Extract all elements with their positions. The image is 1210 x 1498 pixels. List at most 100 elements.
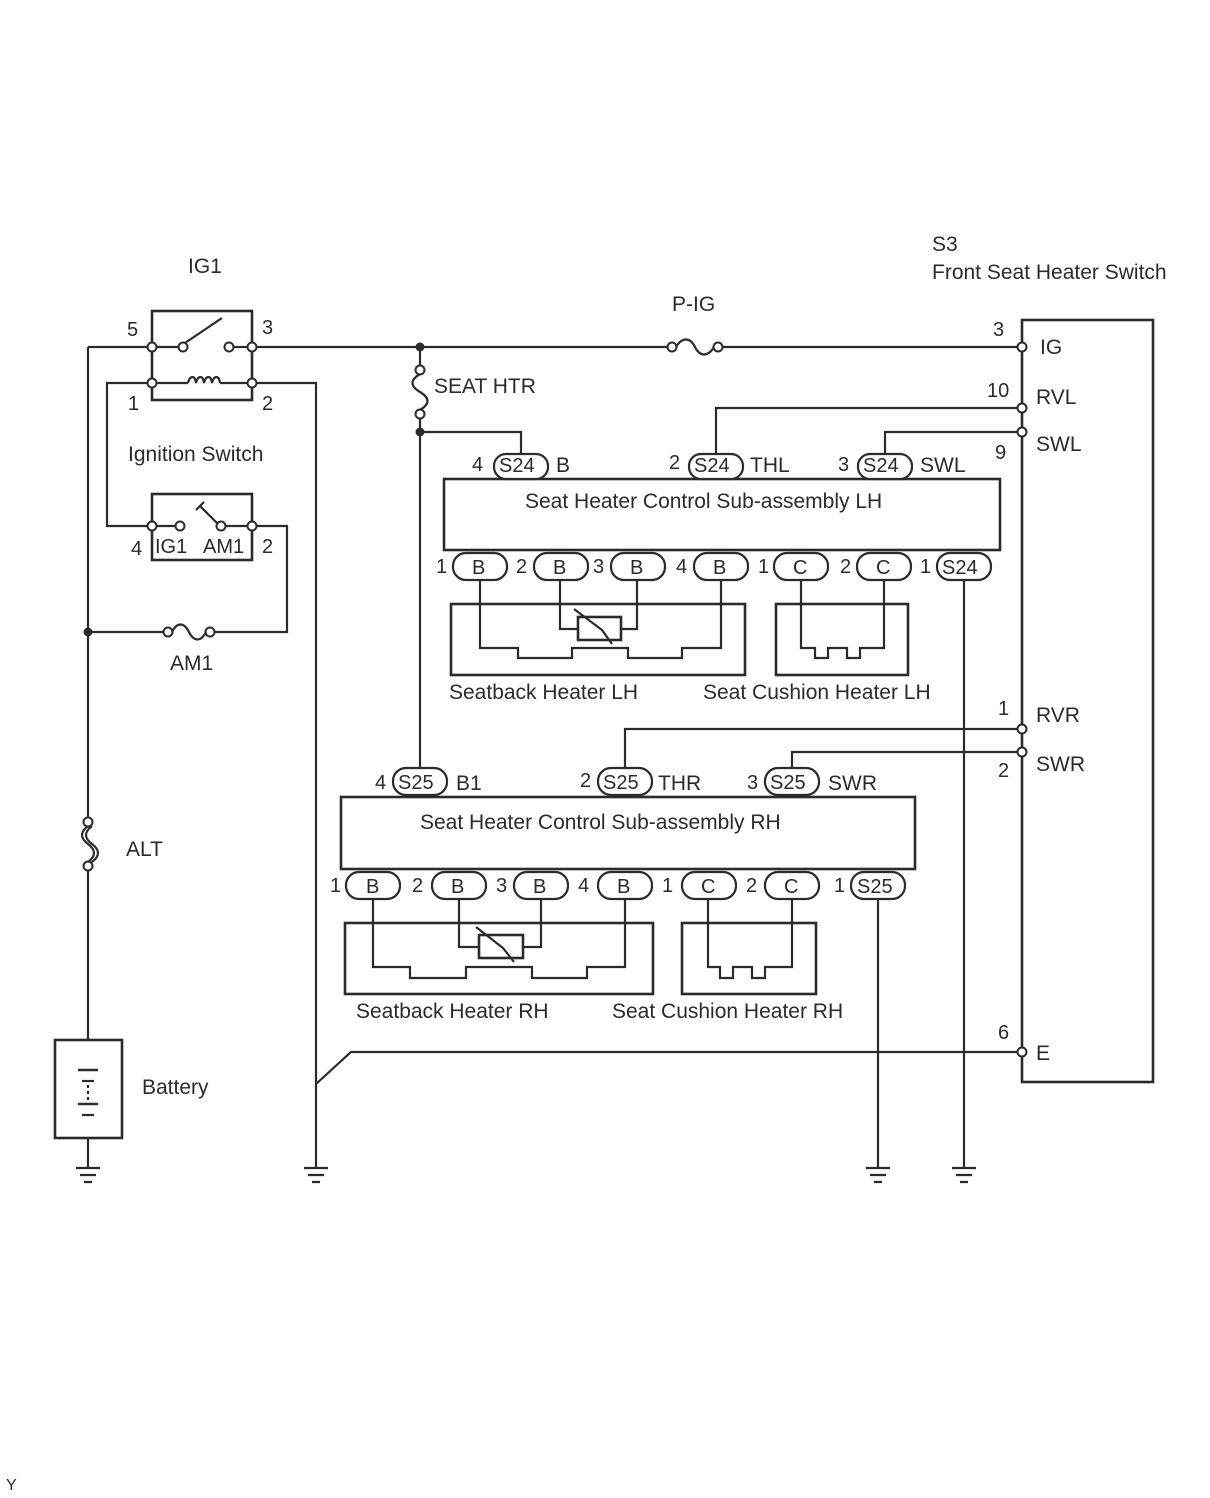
am1-wire xyxy=(88,524,289,634)
rh-top-connector xyxy=(596,766,654,797)
seat-htr-fuse-icon xyxy=(411,364,429,420)
rh-bottom-pin: 1 xyxy=(330,875,341,897)
footer-mark: Y xyxy=(6,1477,17,1494)
switch-name-label: Front Seat Heater Switch xyxy=(932,261,1167,284)
lh-top-connector xyxy=(492,452,550,481)
ig1-contact-wire xyxy=(105,381,152,528)
lh-top-sig: THL xyxy=(750,454,790,477)
lh-bottom-code: B xyxy=(553,557,566,579)
switch-contact-pin-2: 2 xyxy=(262,536,273,558)
lh-top-pin: 2 xyxy=(669,452,680,474)
seat-htr-feed-lh xyxy=(418,347,523,454)
lh-bottom-pin: 2 xyxy=(840,556,851,578)
switch-pin-rvl: RVL xyxy=(1036,386,1076,409)
lh-cushion-label: Seat Cushion Heater LH xyxy=(703,681,931,704)
seat-htr-fuse-label: SEAT HTR xyxy=(434,375,536,398)
rh-top-code: S25 xyxy=(603,772,639,794)
lh-bottom-pin: 3 xyxy=(593,556,604,578)
rh-top-pin: 4 xyxy=(375,772,386,794)
rh-bottom-pin: 1 xyxy=(834,875,845,897)
switch-pin-swr: SWR xyxy=(1036,753,1085,776)
lh-cushion-heater xyxy=(774,580,910,677)
rh-top-sig: B1 xyxy=(456,772,482,795)
rh-bottom-code: B xyxy=(451,876,464,898)
thr-wire xyxy=(623,727,1022,768)
p-ig-fuse-label: P-IG xyxy=(672,293,715,316)
junction-dot xyxy=(415,342,425,352)
rh-top-connector xyxy=(391,766,449,797)
lh-bottom-pin: 1 xyxy=(920,556,931,578)
swr-wire xyxy=(790,750,1022,768)
rh-module-name: Seat Heater Control Sub-assembly RH xyxy=(420,811,781,834)
lh-top-code: S24 xyxy=(694,455,730,477)
lh-top-pin: 4 xyxy=(472,454,483,476)
switch-contact-ig1: IG1 xyxy=(155,536,187,558)
switch-code-label: S3 xyxy=(932,233,958,256)
lh-bottom-code: B xyxy=(630,557,643,579)
rh-top-connector xyxy=(763,766,821,797)
lh-bottom-connectors xyxy=(451,551,993,582)
rh-bottom-code: C xyxy=(701,876,715,898)
relay-pin-3: 3 xyxy=(262,317,273,339)
battery-icon xyxy=(53,1038,124,1140)
switch-pin-number: 9 xyxy=(995,442,1006,464)
rh-top-pin: 3 xyxy=(747,772,758,794)
rh-cushion-label: Seat Cushion Heater RH xyxy=(612,1000,843,1023)
rh-bottom-connectors xyxy=(344,870,907,901)
switch-e-ground-wire xyxy=(315,1050,1022,1085)
rh-seatback-label: Seatback Heater RH xyxy=(356,1000,549,1023)
lh-top-sig: SWL xyxy=(920,454,966,477)
switch-pin-number: 1 xyxy=(998,698,1009,720)
ig1-relay xyxy=(146,309,258,402)
battery-label: Battery xyxy=(142,1076,209,1099)
ig1-relay-label: IG1 xyxy=(188,255,222,278)
switch-pin-ig: IG xyxy=(1040,336,1062,359)
lh-seatback-heater xyxy=(449,580,747,677)
am1-fuse-icon xyxy=(162,623,216,641)
switch-pin-number: 6 xyxy=(998,1022,1009,1044)
relay-pin-2: 2 xyxy=(262,393,273,415)
rh-control-module xyxy=(339,795,917,871)
switch-contact-pin-4: 4 xyxy=(131,538,142,560)
rh-top-code: S25 xyxy=(770,772,806,794)
swl-wire xyxy=(883,430,1022,454)
lh-bottom-pin: 1 xyxy=(758,556,769,578)
switch-contact-am1: AM1 xyxy=(203,536,244,558)
lh-top-code: S24 xyxy=(499,455,535,477)
rh-bottom-pin: 2 xyxy=(412,875,423,897)
rh-bottom-pin: 3 xyxy=(496,875,507,897)
switch-pin-rvr: RVR xyxy=(1036,704,1080,727)
lh-bottom-code: C xyxy=(876,557,890,579)
lh-bottom-code: B xyxy=(713,557,726,579)
lh-top-connector xyxy=(856,452,914,481)
am1-fuse-label: AM1 xyxy=(170,652,213,675)
lh-bottom-pin: 1 xyxy=(436,556,447,578)
relay-pin-1: 1 xyxy=(128,393,139,415)
rh-top-sig: THR xyxy=(658,772,701,795)
switch-pin-e: E xyxy=(1036,1042,1050,1065)
lh-bottom-pin: 4 xyxy=(676,556,687,578)
alt-fuse-label: ALT xyxy=(126,838,163,861)
ground-icon xyxy=(952,1166,976,1184)
lh-top-pin: 3 xyxy=(838,454,849,476)
lh-bottom-code: B xyxy=(472,557,485,579)
lh-bottom-pin: 2 xyxy=(516,556,527,578)
rh-bottom-code: S25 xyxy=(857,876,893,898)
ground-icon xyxy=(866,1166,890,1184)
lh-bottom-code: C xyxy=(793,557,807,579)
rh-top-code: S25 xyxy=(398,772,434,794)
lh-top-code: S24 xyxy=(863,455,899,477)
lh-bottom-code: S24 xyxy=(942,557,978,579)
rh-bottom-code: B xyxy=(366,876,379,898)
relay-ground-wire xyxy=(252,381,318,1168)
alt-fuse-icon xyxy=(80,816,100,872)
rh-bottom-code: C xyxy=(784,876,798,898)
rh-top-pin: 2 xyxy=(580,770,591,792)
rh-seatback-heater xyxy=(343,899,655,996)
rh-bottom-code: B xyxy=(533,876,546,898)
p-ig-fuse-icon xyxy=(666,338,724,356)
lh-module-name: Seat Heater Control Sub-assembly LH xyxy=(525,490,882,513)
lh-top-sig: B xyxy=(556,454,570,477)
lh-control-module xyxy=(442,477,1002,552)
